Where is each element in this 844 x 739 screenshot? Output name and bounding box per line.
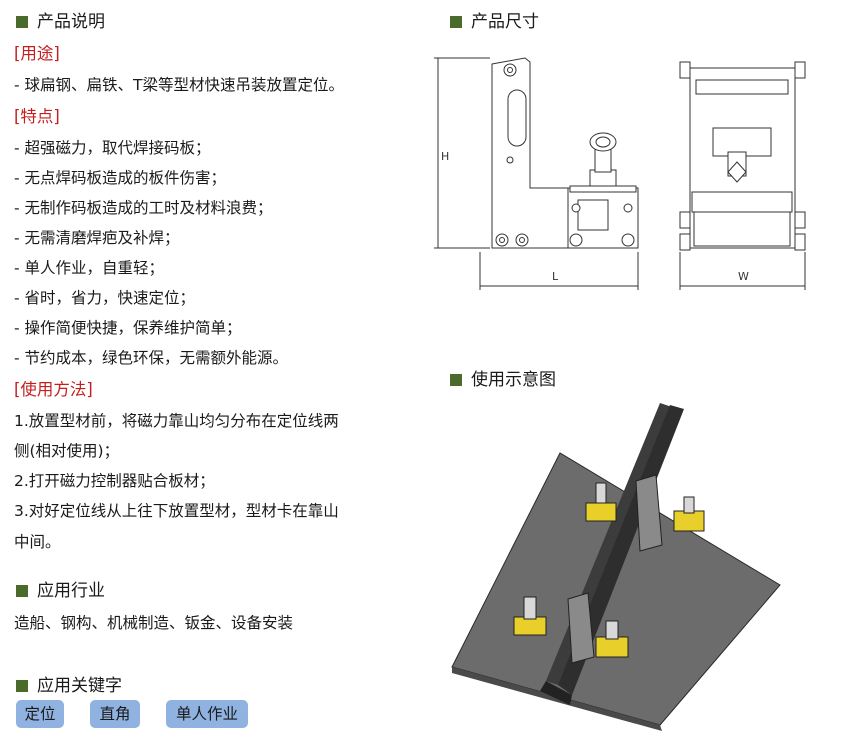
dimension-drawing: H L W	[434, 57, 806, 290]
section-title: 使用示意图	[471, 370, 556, 390]
industries-text: 造船、钢构、机械制造、钣金、设备安装	[14, 614, 294, 632]
section-heading-usage-diagram: 使用示意图	[450, 369, 556, 391]
section-title: 产品尺寸	[471, 12, 539, 32]
dim-l-label: L	[552, 270, 559, 283]
usage-header: [用途]	[14, 44, 60, 63]
section-title: 应用行业	[37, 581, 105, 601]
side-view-body	[491, 57, 571, 249]
feature-item: - 超强磁力，取代焊接码板；	[14, 139, 211, 157]
green-square-icon	[16, 16, 28, 28]
base-plate	[451, 452, 781, 726]
section-heading-product-description: 产品说明	[16, 11, 105, 33]
feature-item: - 节约成本，绿色环保，无需额外能源。	[14, 349, 289, 367]
side-view-slot	[507, 89, 527, 147]
feature-item: - 单人作业，自重轻；	[14, 259, 165, 277]
keyword-tag[interactable]: 单人作业	[166, 700, 248, 728]
green-square-icon	[16, 680, 28, 692]
magnet-back-left	[585, 482, 617, 522]
magnet-front-left	[513, 596, 547, 636]
usage-illustration	[451, 403, 781, 731]
features-header: [特点]	[14, 107, 60, 126]
feature-item: - 无需清磨焊疤及补焊；	[14, 229, 180, 247]
feature-item: - 无点焊码板造成的板件伤害；	[14, 169, 227, 187]
method-line: 2.打开磁力控制器贴合板材；	[14, 472, 215, 490]
method-line: 侧(相对使用)；	[14, 442, 120, 460]
feature-item: - 操作简便快捷，保养维护简单；	[14, 319, 242, 337]
magnet-front-right	[567, 592, 629, 664]
section-heading-dimensions: 产品尺寸	[450, 11, 539, 33]
method-line: 1.放置型材前，将磁力靠山均匀分布在定位线两	[14, 412, 339, 430]
dim-w-label: W	[738, 270, 749, 283]
usage-text: - 球扁钢、扁铁、T梁等型材快速吊装放置定位。	[14, 76, 344, 94]
section-title: 产品说明	[37, 12, 105, 32]
green-square-icon	[16, 585, 28, 597]
feature-item: - 省时，省力，快速定位；	[14, 289, 196, 307]
keyword-tag[interactable]: 定位	[16, 700, 64, 728]
dim-h-label: H	[441, 150, 449, 163]
front-view-clamp	[712, 127, 772, 157]
green-square-icon	[450, 374, 462, 386]
section-title: 应用关键字	[37, 676, 122, 696]
plate-edge	[452, 667, 662, 731]
feature-item: - 无制作码板造成的工时及材料浪费；	[14, 199, 273, 217]
keyword-tag[interactable]: 直角	[90, 700, 140, 728]
method-line: 中间。	[14, 533, 61, 551]
handle-stem	[594, 147, 612, 173]
side-view-plate	[569, 185, 637, 193]
method-header: [使用方法]	[14, 380, 93, 399]
method-line: 3.对好定位线从上往下放置型材，型材卡在靠山	[14, 502, 339, 520]
section-heading-industries: 应用行业	[16, 580, 105, 602]
green-square-icon	[450, 16, 462, 28]
section-heading-keywords: 应用关键字	[16, 675, 122, 697]
magnet-back-right	[635, 474, 705, 552]
